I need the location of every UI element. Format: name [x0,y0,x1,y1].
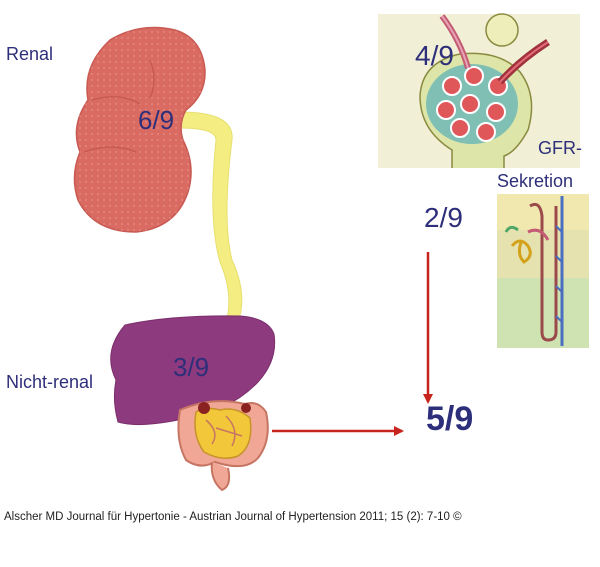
liver-fraction: 3/9 [173,352,210,382]
kidney-fraction: 6/9 [138,105,175,135]
tubule-illustration [497,194,589,348]
citation: Alscher MD Journal für Hypertonie - Aust… [4,511,462,523]
glomerulus-illustration [378,13,580,168]
glomerulus-fraction: 4/9 [415,40,454,71]
ureter [179,111,243,323]
nicht-renal-label: Nicht-renal [6,372,94,392]
kidney [73,26,206,233]
liver [110,315,276,426]
renal-label: Renal [6,44,54,64]
gfr-label: GFR- [538,138,582,158]
intestines [177,400,269,492]
tubular-fraction: 2/9 [424,202,463,233]
total-fraction: 5/9 [426,400,474,438]
sekretion-label: Sekretion [497,171,574,191]
